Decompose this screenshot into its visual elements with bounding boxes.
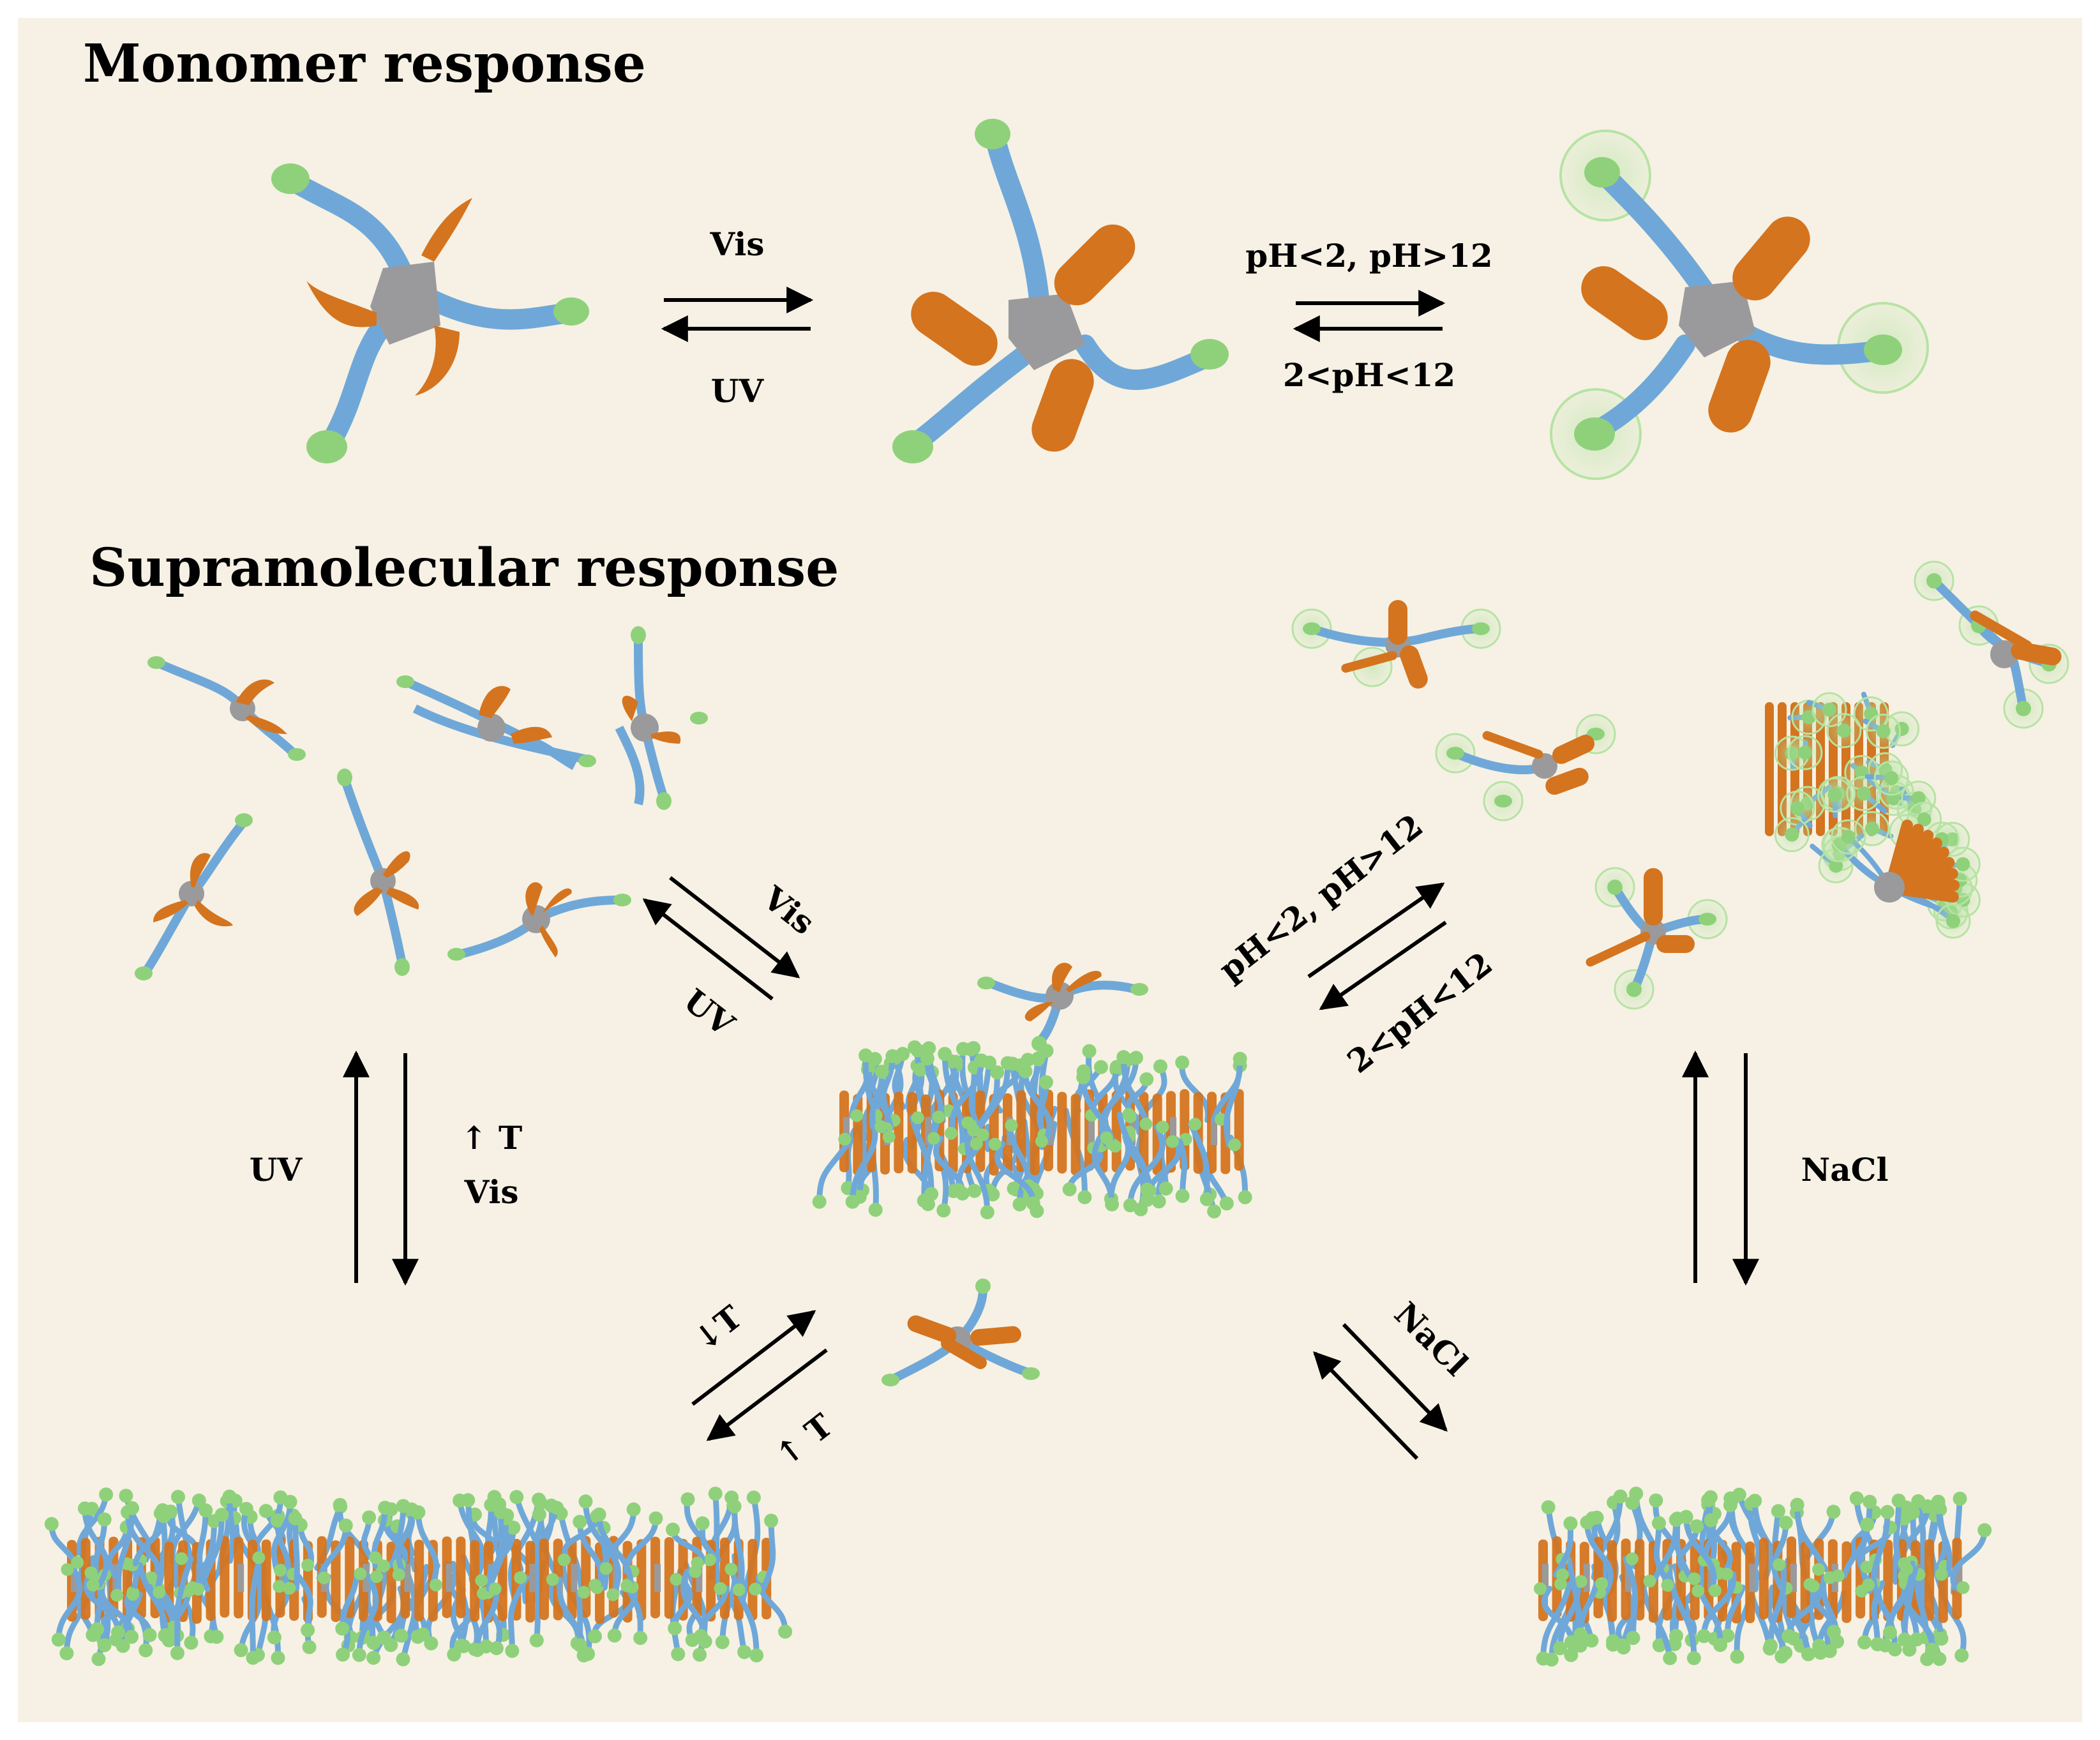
arrow-diag-heat (706, 1348, 828, 1441)
label-left-vis: Vis (463, 1173, 518, 1211)
central-monomer-top (977, 963, 1148, 1051)
label-right-nacl: NaCl (1801, 1151, 1889, 1189)
label-vis-1: Vis (709, 225, 764, 263)
label-diag-cool: ↓T (686, 1298, 749, 1359)
arrow-diag-ph-backward (1319, 920, 1447, 1010)
charged-dispersed-monomers (1291, 560, 2069, 1010)
label-diag-uv: UV (677, 982, 742, 1044)
monomer-cis (892, 119, 1229, 463)
label-left-uv: UV (250, 1151, 303, 1189)
charged-micelle-sphere (1821, 802, 1981, 939)
central-monomer-bottom (881, 1279, 1040, 1386)
label-ph-neutral-1: 2<pH<12 (1283, 356, 1455, 394)
label-diag-vis: Vis (755, 878, 821, 941)
monomer-heading: Monomer response (83, 33, 646, 94)
label-diag-ph-neutral: 2<pH<12 (1340, 945, 1499, 1081)
monomer-trans (271, 163, 589, 463)
arrow-diag-nacl-forward (1342, 1323, 1448, 1432)
label-diag-nacl: NaCl (1387, 1294, 1476, 1383)
arrow-diag-ph-forward (1307, 882, 1445, 979)
label-uv-1: UV (711, 372, 765, 410)
label-left-temp-up: ↑ T (461, 1119, 523, 1157)
supramolecular-heading: Supramolecular response (89, 537, 839, 599)
central-fiber (812, 1040, 1252, 1220)
label-ph-extreme-1: pH<2, pH>12 (1245, 237, 1492, 274)
long-fiber-bottom-left (44, 1487, 793, 1667)
label-diag-ph-extreme: pH<2, pH>12 (1211, 807, 1430, 989)
arrow-diag-vis (669, 876, 800, 979)
arrow-diag-cool (691, 1310, 816, 1406)
monomer-charged (1550, 130, 1929, 480)
arrow-diag-uv (642, 898, 774, 1001)
fiber-bottom-right (1533, 1487, 1992, 1667)
label-diag-heat: ↑ T (768, 1406, 839, 1474)
arrow-diag-nacl-back (1313, 1351, 1419, 1460)
dispersed-monomers (135, 626, 708, 980)
